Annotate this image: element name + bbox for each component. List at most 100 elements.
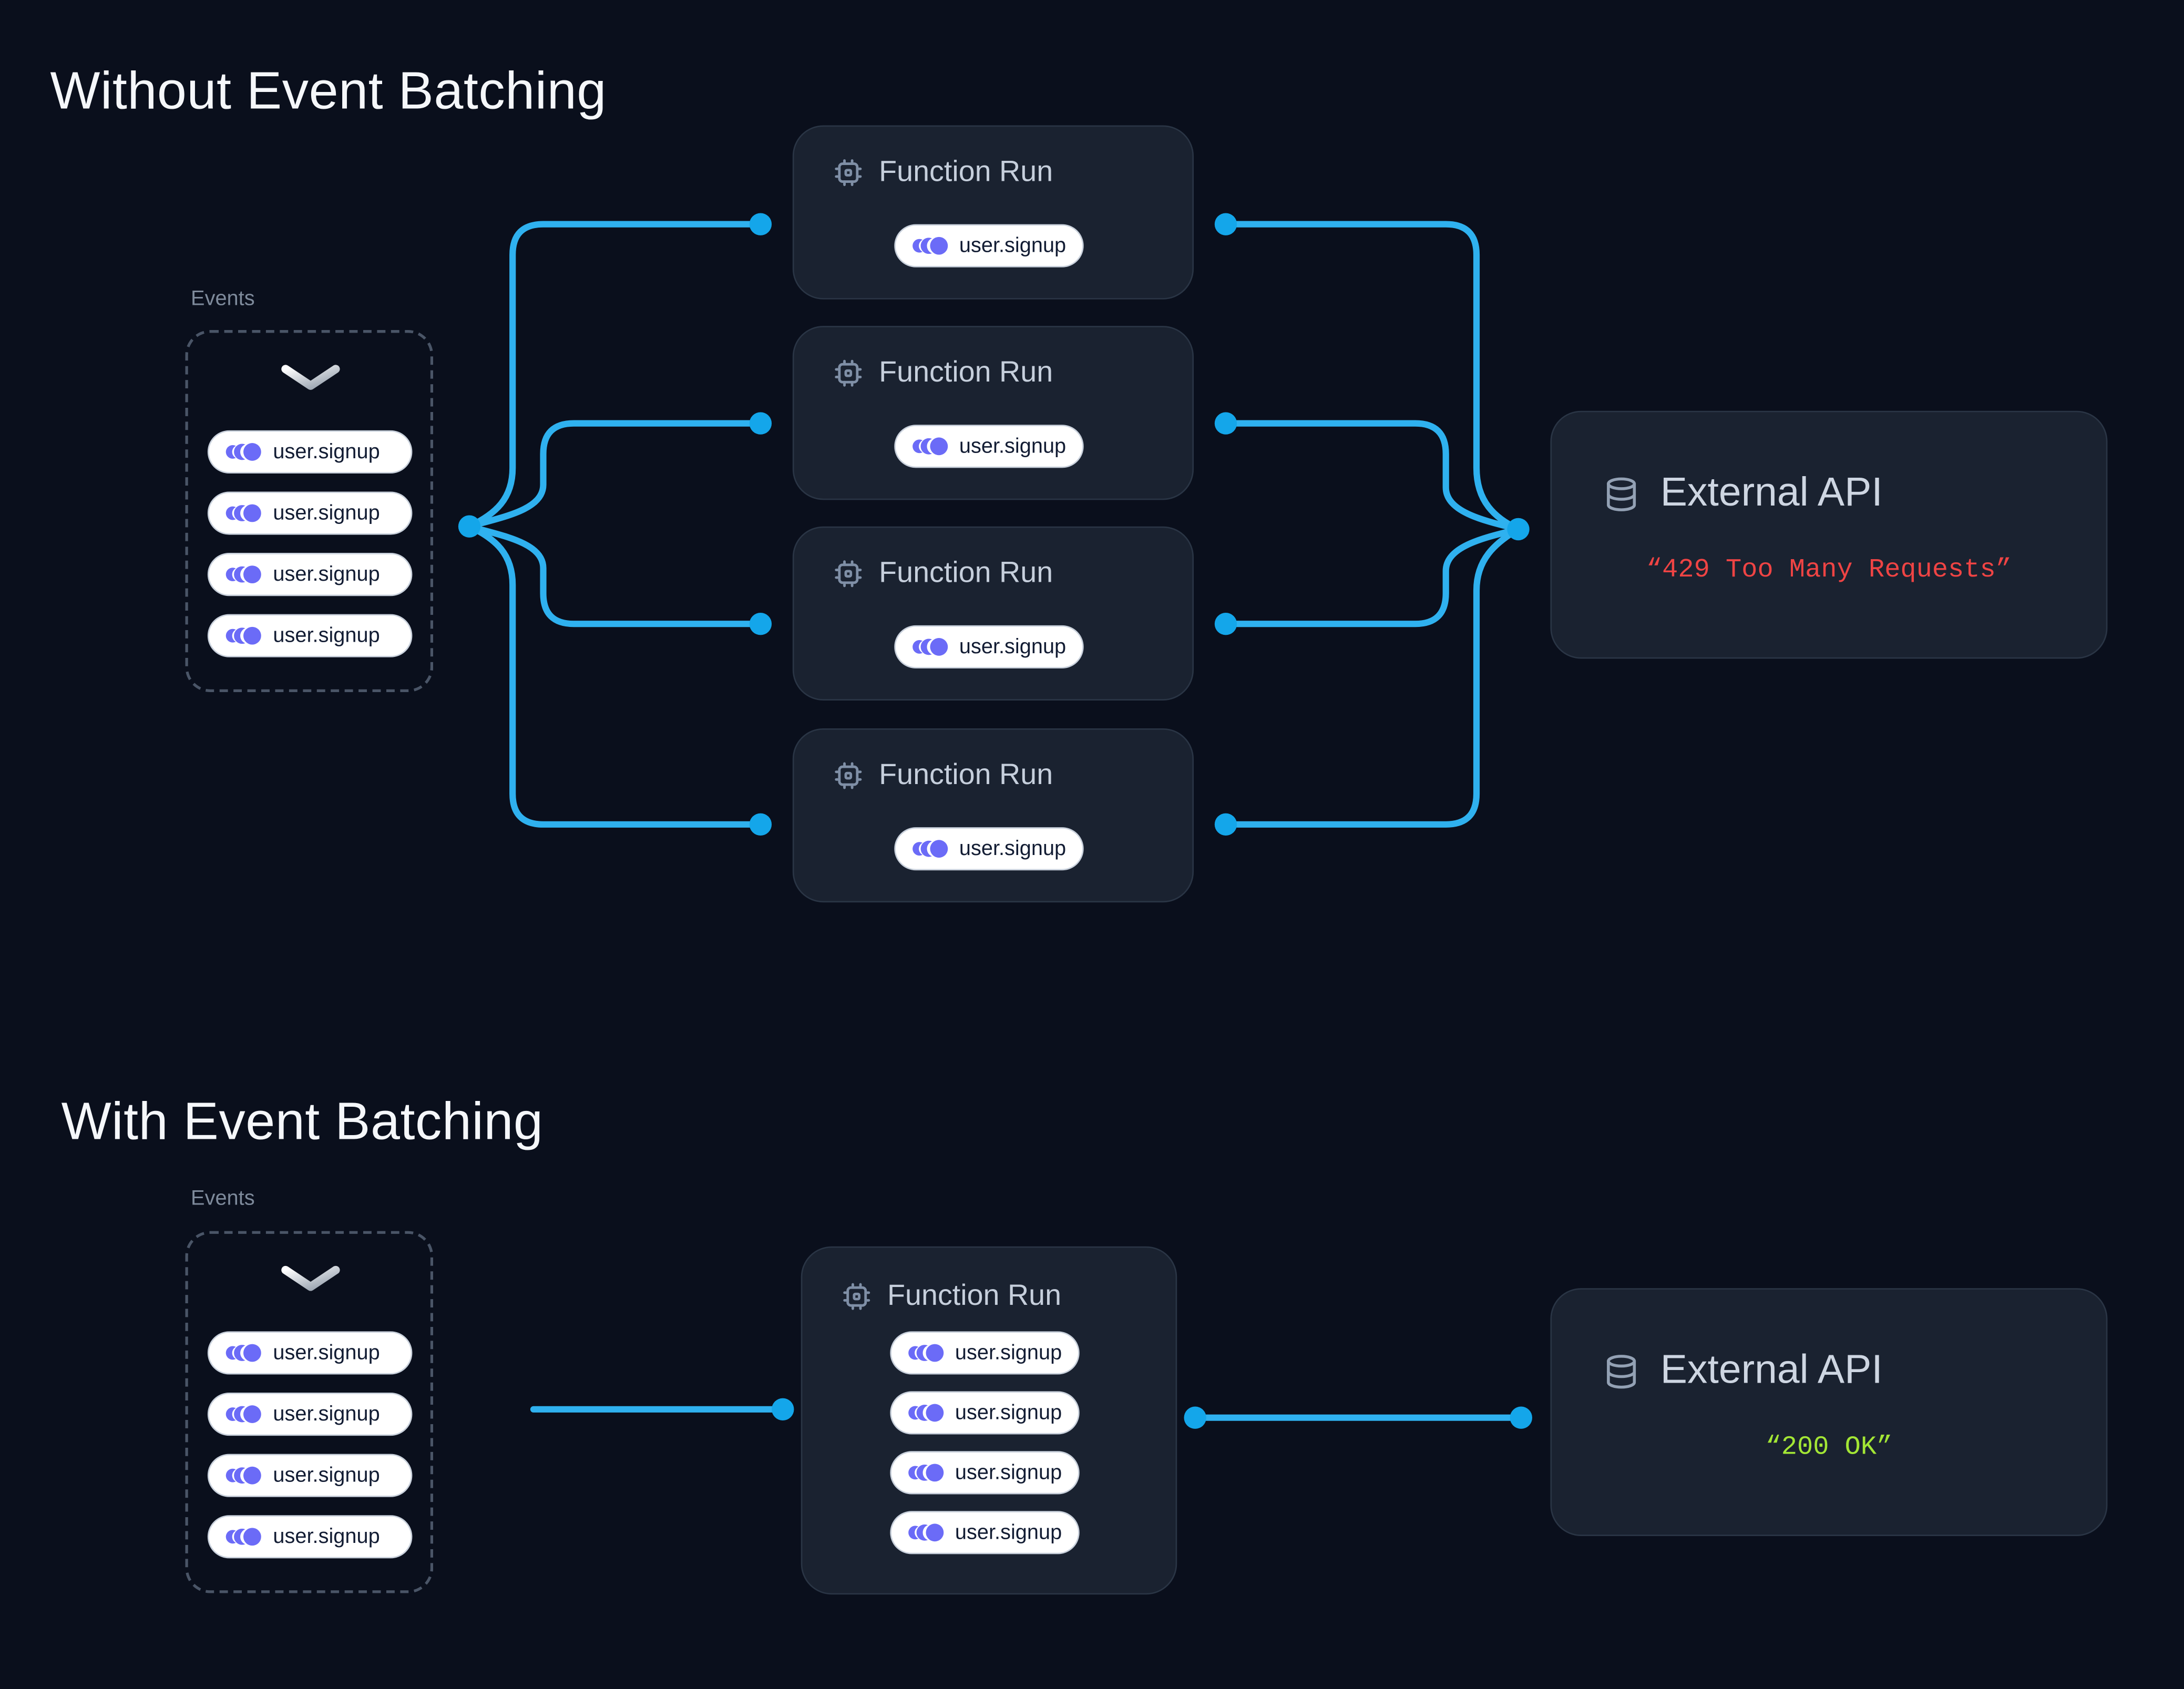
connector-dot	[749, 813, 772, 836]
external-api-header: External API	[1602, 471, 2106, 517]
wire-fanout-3	[466, 523, 764, 627]
event-icon	[225, 504, 261, 522]
cpu-icon	[835, 159, 862, 187]
event-pill-label: user.signup	[273, 440, 380, 464]
event-icon	[908, 1344, 944, 1362]
wire-fanout-1	[466, 221, 764, 530]
event-pill: user.signup	[894, 625, 1084, 668]
chevron-down-icon	[281, 1265, 340, 1291]
api-status-text: “200 OK”	[1765, 1431, 1893, 1463]
event-icon	[912, 638, 948, 656]
connector-dot	[749, 412, 772, 435]
cpu-icon	[835, 762, 862, 789]
cpu-icon	[843, 1283, 870, 1310]
function-run-card-batched: Function Run user.signup user.signup use…	[801, 1246, 1177, 1595]
database-icon	[1607, 477, 1636, 511]
event-pill: user.signup	[894, 224, 1084, 267]
function-run-pills: user.signup	[833, 827, 1145, 871]
event-icon	[225, 626, 261, 645]
event-pill-label: user.signup	[959, 434, 1067, 458]
external-api-card: External API “429 Too Many Requests”	[1550, 410, 2108, 659]
event-pill: user.signup	[207, 1515, 413, 1559]
function-run-header: Function Run	[833, 555, 1145, 592]
events-queue-box: user.signup user.signup user.signup user…	[185, 1231, 434, 1593]
section-title-without-batching: Without Event Batching	[50, 63, 607, 122]
connector-dot	[1214, 613, 1237, 635]
function-run-title: Function Run	[879, 759, 1053, 791]
function-run-pills: user.signup user.signup user.signup user…	[842, 1331, 1129, 1554]
event-icon	[225, 1466, 261, 1485]
event-icon	[908, 1523, 944, 1542]
cpu-icon	[835, 359, 862, 387]
events-queue-box: user.signup user.signup user.signup user…	[185, 330, 434, 693]
function-run-title: Function Run	[887, 1280, 1062, 1312]
event-pill: user.signup	[889, 1391, 1080, 1435]
wire-fanout-2	[466, 420, 764, 530]
event-pill: user.signup	[889, 1331, 1080, 1375]
event-icon	[225, 565, 261, 584]
function-run-card: Function Run user.signup	[792, 526, 1194, 701]
connector-dot	[1510, 1406, 1532, 1429]
events-label: Events	[191, 286, 255, 311]
connector-dot	[1184, 1406, 1206, 1429]
connector-dot	[1214, 412, 1237, 435]
event-pill-label: user.signup	[959, 234, 1067, 258]
function-run-header: Function Run	[833, 758, 1145, 794]
connector-dot	[1214, 813, 1237, 836]
connector-dot	[1214, 213, 1237, 235]
connector-dot	[749, 613, 772, 635]
function-run-title: Function Run	[879, 557, 1053, 589]
event-pill: user.signup	[889, 1511, 1080, 1554]
event-icon	[225, 1528, 261, 1546]
function-run-pills: user.signup	[833, 425, 1145, 468]
event-icon	[912, 437, 948, 456]
event-pill-label: user.signup	[273, 1341, 380, 1365]
event-pill-label: user.signup	[273, 501, 380, 526]
event-pill-label: user.signup	[273, 562, 380, 586]
connector-dot	[458, 515, 481, 538]
event-pill-label: user.signup	[955, 1520, 1062, 1544]
event-pill: user.signup	[207, 614, 413, 657]
event-pill-label: user.signup	[959, 635, 1067, 659]
function-run-title: Function Run	[879, 156, 1053, 188]
function-run-pills: user.signup	[833, 625, 1145, 668]
function-run-header: Function Run	[833, 155, 1145, 191]
event-icon	[908, 1464, 944, 1482]
connector-dot	[772, 1398, 794, 1420]
connector-dot	[749, 213, 772, 235]
event-icon	[225, 1405, 261, 1423]
database-icon	[1607, 1354, 1636, 1388]
chevron-down-icon	[281, 365, 340, 390]
event-pill: user.signup	[889, 1451, 1080, 1495]
function-run-header: Function Run	[842, 1279, 1129, 1315]
external-api-title: External API	[1660, 1348, 1883, 1393]
event-pill-label: user.signup	[273, 1525, 380, 1549]
external-api-title: External API	[1660, 470, 1883, 516]
event-icon	[912, 236, 948, 255]
event-pill-label: user.signup	[273, 1464, 380, 1488]
function-run-pills: user.signup	[833, 224, 1145, 267]
function-run-title: Function Run	[879, 356, 1053, 389]
event-pill: user.signup	[207, 1331, 413, 1375]
event-pill: user.signup	[207, 553, 413, 596]
external-api-card: External API “200 OK”	[1550, 1288, 2108, 1536]
function-run-card: Function Run user.signup	[792, 125, 1194, 300]
event-icon	[908, 1404, 944, 1422]
event-icon	[225, 1344, 261, 1362]
event-pill: user.signup	[894, 827, 1084, 871]
wire-fanin-2	[1222, 420, 1522, 533]
event-pill-label: user.signup	[955, 1460, 1062, 1485]
wire-fanin-3	[1222, 526, 1522, 627]
external-api-header: External API	[1602, 1348, 2106, 1394]
event-icon	[225, 443, 261, 461]
event-pill: user.signup	[207, 491, 413, 535]
event-pill: user.signup	[894, 425, 1084, 468]
function-run-card: Function Run user.signup	[792, 326, 1194, 500]
function-run-header: Function Run	[833, 355, 1145, 392]
event-pill-label: user.signup	[959, 837, 1067, 861]
event-pill-label: user.signup	[273, 624, 380, 648]
wire-fanin-1	[1222, 221, 1522, 533]
event-pill-label: user.signup	[273, 1402, 380, 1426]
